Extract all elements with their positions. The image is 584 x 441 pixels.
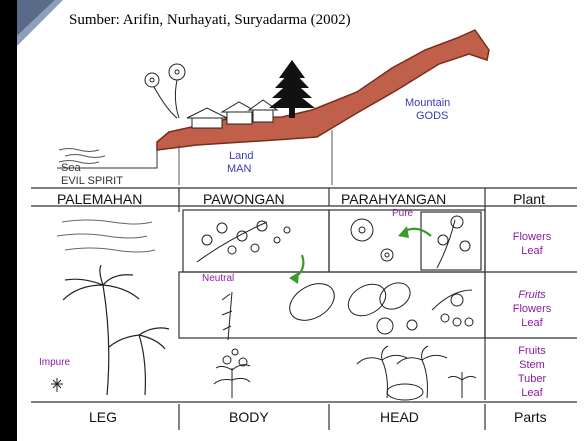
footer-leg: LEG bbox=[89, 409, 117, 425]
flower-cluster bbox=[145, 64, 185, 118]
bottom-plants bbox=[214, 346, 476, 400]
plant-part: Tuber bbox=[497, 372, 567, 386]
header-parahyangan: PARAHYANGAN bbox=[341, 191, 446, 207]
sea-label: Sea bbox=[61, 162, 81, 175]
wind-lines bbox=[57, 220, 155, 252]
footer-head: HEAD bbox=[380, 409, 419, 425]
impure-label: Impure bbox=[39, 356, 70, 369]
hibiscus-flowers bbox=[351, 216, 470, 268]
plant-parts-row3: Fruits Stem Tuber Leaf bbox=[497, 344, 567, 400]
evil-spirit-label: EVIL SPIRIT bbox=[61, 175, 123, 188]
land-label: Land bbox=[229, 150, 253, 163]
footer-parts: Parts bbox=[514, 409, 547, 425]
plant-part: Flowers bbox=[497, 230, 567, 244]
table-grid bbox=[31, 188, 577, 430]
plant-parts-row1: Flowers Leaf bbox=[497, 230, 567, 258]
plant-part: Leaf bbox=[497, 316, 567, 330]
palm-trees bbox=[63, 265, 169, 395]
plant-part: Fruits bbox=[497, 344, 567, 358]
plant-parts-row2: Fruits Flowers Leaf bbox=[497, 288, 567, 330]
fruit-row bbox=[222, 276, 473, 340]
man-label: MAN bbox=[227, 163, 251, 176]
small-plant-left bbox=[51, 378, 63, 392]
mountain-slope bbox=[157, 30, 489, 150]
plant-part: Flowers bbox=[497, 302, 567, 316]
green-arrows bbox=[289, 226, 431, 284]
neutral-label: Neutral bbox=[202, 272, 234, 285]
plant-part: Leaf bbox=[497, 386, 567, 400]
plant-part: Leaf bbox=[497, 244, 567, 258]
plant-part: Stem bbox=[497, 358, 567, 372]
header-pawongan: PAWONGAN bbox=[203, 191, 285, 207]
pure-label: Pure bbox=[392, 207, 413, 220]
footer-body: BODY bbox=[229, 409, 269, 425]
slide: Sumber: Arifin, Nurhayati, Suryadarma (2… bbox=[17, 0, 584, 441]
plant-part: Fruits bbox=[497, 288, 567, 302]
header-palemahan: PALEMAHAN bbox=[57, 191, 142, 207]
header-plant: Plant bbox=[513, 191, 545, 207]
flowering-branch bbox=[197, 221, 290, 262]
mountain-label: Mountain bbox=[405, 97, 450, 110]
gods-label: GODS bbox=[416, 110, 448, 123]
